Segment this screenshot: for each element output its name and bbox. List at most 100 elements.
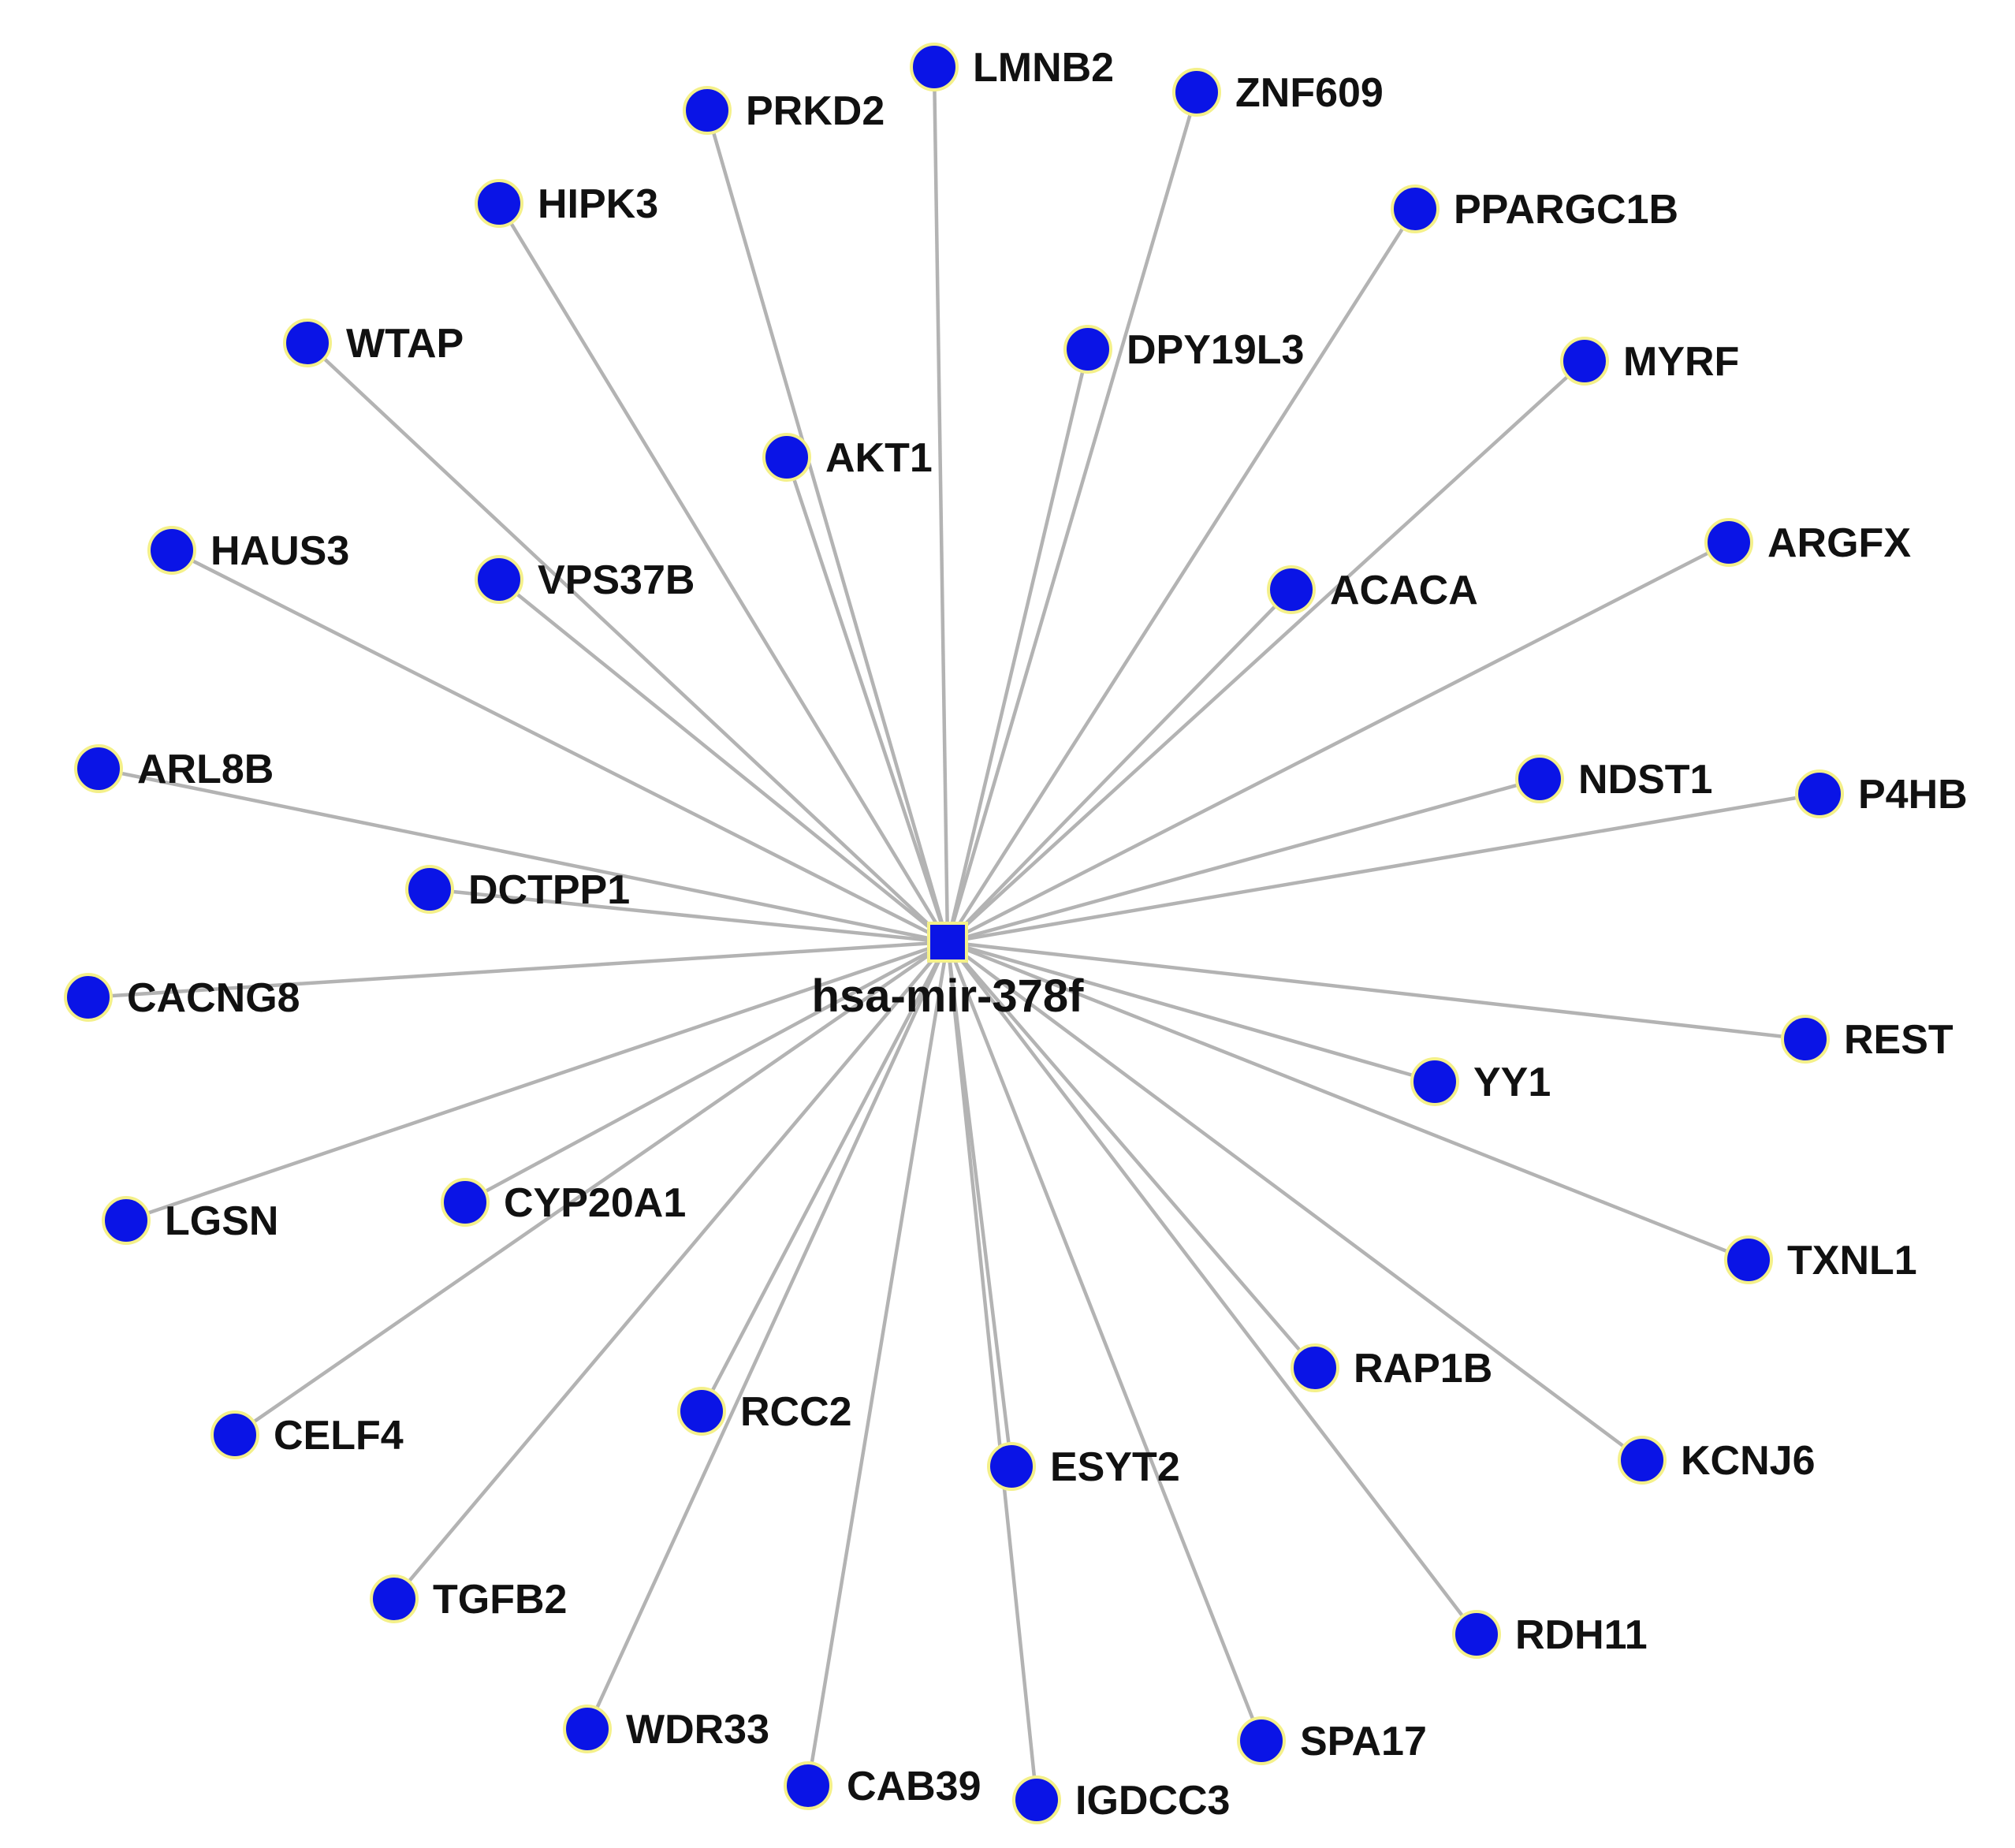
node-label-ppargc1b: PPARGC1B (1454, 187, 1678, 233)
node-label-txnl1: TXNL1 (1787, 1238, 1917, 1284)
node-label-cacng8: CACNG8 (127, 975, 300, 1021)
node-label-celf4: CELF4 (274, 1413, 404, 1459)
edge-rcc2 (700, 941, 949, 1413)
edge-rdh11 (946, 941, 1478, 1636)
node-label-dpy19l3: DPY19L3 (1127, 327, 1304, 373)
node-label-p4hb: P4HB (1858, 772, 1968, 818)
node-rdh11[interactable] (1452, 1610, 1501, 1659)
node-argfx[interactable] (1704, 518, 1753, 567)
node-rest[interactable] (1781, 1015, 1830, 1064)
edge-tgfb2 (393, 941, 949, 1600)
node-label-tgfb2: TGFB2 (433, 1577, 567, 1623)
edge-lmnb2 (932, 66, 950, 943)
edge-lgsn (125, 940, 948, 1223)
node-p4hb[interactable] (1795, 769, 1844, 818)
edge-arl8b (98, 766, 948, 944)
node-label-esyt2: ESYT2 (1050, 1444, 1180, 1490)
node-celf4[interactable] (210, 1410, 259, 1459)
edge-argfx (946, 540, 1730, 944)
edge-layer (88, 66, 1820, 1801)
node-igdcc3[interactable] (1012, 1775, 1061, 1824)
edge-wdr33 (585, 941, 950, 1730)
node-label-igdcc3: IGDCC3 (1075, 1778, 1230, 1824)
edge-wtap (306, 341, 949, 944)
edge-znf609 (945, 91, 1199, 943)
node-label-hipk3: HIPK3 (538, 181, 658, 227)
edge-rest (947, 940, 1806, 1041)
node-akt1[interactable] (762, 433, 811, 482)
node-kcnj6[interactable] (1618, 1436, 1667, 1485)
node-dpy19l3[interactable] (1063, 325, 1112, 374)
node-haus3[interactable] (147, 526, 196, 575)
node-acaca[interactable] (1267, 565, 1316, 614)
edge-celf4 (233, 941, 949, 1436)
node-myrf[interactable] (1560, 337, 1609, 386)
node-spa17[interactable] (1237, 1716, 1286, 1765)
node-dctpp1[interactable] (405, 865, 454, 914)
edge-akt1 (784, 456, 950, 943)
node-vps37b[interactable] (475, 555, 523, 604)
node-label-wdr33: WDR33 (626, 1707, 769, 1753)
node-label-rdh11: RDH11 (1515, 1612, 1648, 1658)
edge-p4hb (947, 792, 1820, 944)
node-hipk3[interactable] (475, 179, 523, 228)
edge-ndst1 (947, 777, 1540, 944)
node-wdr33[interactable] (563, 1705, 612, 1753)
hub-label: hsa-mir-378f (812, 971, 1085, 1022)
node-label-kcnj6: KCNJ6 (1681, 1438, 1816, 1484)
node-cyp20a1[interactable] (441, 1178, 490, 1227)
edge-cacng8 (88, 940, 948, 1000)
node-label-dctpp1: DCTPP1 (468, 867, 630, 913)
node-lgsn[interactable] (102, 1196, 151, 1245)
edge-igdcc3 (945, 941, 1039, 1801)
edge-vps37b (497, 578, 949, 944)
node-tgfb2[interactable] (370, 1574, 419, 1623)
node-label-wtap: WTAP (346, 321, 464, 367)
node-cab39[interactable] (784, 1761, 832, 1810)
edge-dctpp1 (429, 887, 948, 944)
node-znf609[interactable] (1172, 68, 1221, 117)
node-label-cab39: CAB39 (847, 1764, 981, 1809)
edge-rap1b (946, 941, 1317, 1369)
node-txnl1[interactable] (1724, 1235, 1773, 1284)
node-ndst1[interactable] (1515, 754, 1564, 803)
node-label-rcc2: RCC2 (740, 1389, 852, 1435)
node-wtap[interactable] (283, 319, 332, 367)
node-arl8b[interactable] (74, 744, 123, 793)
node-rap1b[interactable] (1291, 1343, 1339, 1392)
node-label-znf609: ZNF609 (1235, 70, 1384, 116)
node-rcc2[interactable] (677, 1387, 726, 1436)
edge-txnl1 (947, 940, 1749, 1262)
node-label-lmnb2: LMNB2 (973, 45, 1114, 91)
node-label-spa17: SPA17 (1300, 1719, 1427, 1764)
edge-myrf (946, 360, 1586, 944)
node-ppargc1b[interactable] (1391, 184, 1440, 233)
node-label-arl8b: ARL8B (137, 747, 274, 792)
hub-node[interactable] (927, 922, 968, 963)
edge-cyp20a1 (464, 941, 949, 1204)
node-label-vps37b: VPS37B (538, 557, 695, 603)
edge-dpy19l3 (945, 348, 1090, 943)
node-label-akt1: AKT1 (825, 435, 933, 481)
node-label-ndst1: NDST1 (1578, 757, 1712, 803)
node-lmnb2[interactable] (910, 43, 959, 91)
edge-acaca (946, 588, 1293, 944)
node-cacng8[interactable] (64, 973, 113, 1022)
edge-kcnj6 (946, 941, 1644, 1462)
edge-haus3 (170, 548, 949, 944)
node-label-myrf: MYRF (1623, 339, 1739, 385)
node-label-cyp20a1: CYP20A1 (504, 1180, 686, 1226)
node-label-lgsn: LGSN (165, 1198, 278, 1244)
edge-ppargc1b (946, 207, 1417, 944)
node-layer (64, 43, 1844, 1824)
node-label-rest: REST (1844, 1017, 1954, 1063)
node-label-rap1b: RAP1B (1354, 1346, 1492, 1392)
node-label-haus3: HAUS3 (210, 528, 349, 574)
node-prkd2[interactable] (683, 86, 732, 135)
node-yy1[interactable] (1410, 1057, 1459, 1106)
node-esyt2[interactable] (987, 1442, 1036, 1491)
edge-prkd2 (705, 110, 950, 943)
